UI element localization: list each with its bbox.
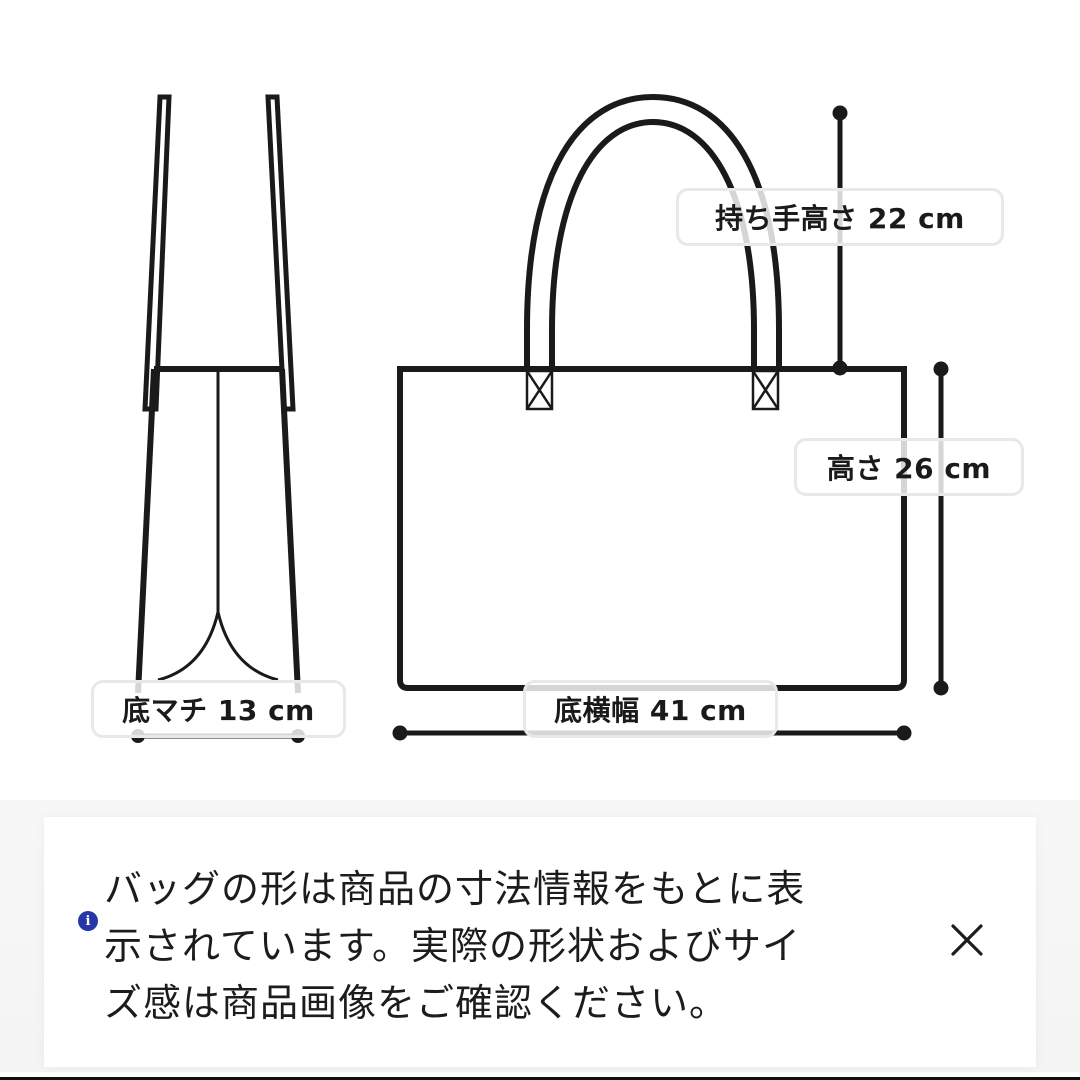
notice-line-1: バッグの形は商品の寸法情報をもとに表 bbox=[104, 867, 806, 911]
height-label: 高さ 26 cm bbox=[794, 438, 1024, 496]
close-button[interactable] bbox=[944, 917, 990, 963]
notice-line-3: ズ感は商品画像をご確認ください。 bbox=[104, 981, 729, 1025]
shape-notice-banner: i バッグの形は商品の寸法情報をもとに表 示されています。実際の形状およびサイ … bbox=[44, 817, 1036, 1067]
side-view bbox=[131, 94, 305, 743]
handle-attachment-left bbox=[525, 369, 554, 411]
bottom-divider bbox=[0, 1077, 1080, 1080]
info-icon: i bbox=[78, 911, 98, 931]
bottom-gusset-label: 底マチ 13 cm bbox=[91, 680, 346, 738]
close-icon bbox=[951, 924, 983, 956]
handle-attachment-right bbox=[751, 369, 780, 411]
handle-height-label: 持ち手高さ 22 cm bbox=[676, 188, 1004, 246]
notice-line-2: 示されています。実際の形状およびサイ bbox=[104, 924, 802, 968]
bottom-width-label: 底横幅 41 cm bbox=[523, 680, 778, 738]
notice-message: バッグの形は商品の寸法情報をもとに表 示されています。実際の形状およびサイ ズ感… bbox=[104, 861, 904, 1032]
